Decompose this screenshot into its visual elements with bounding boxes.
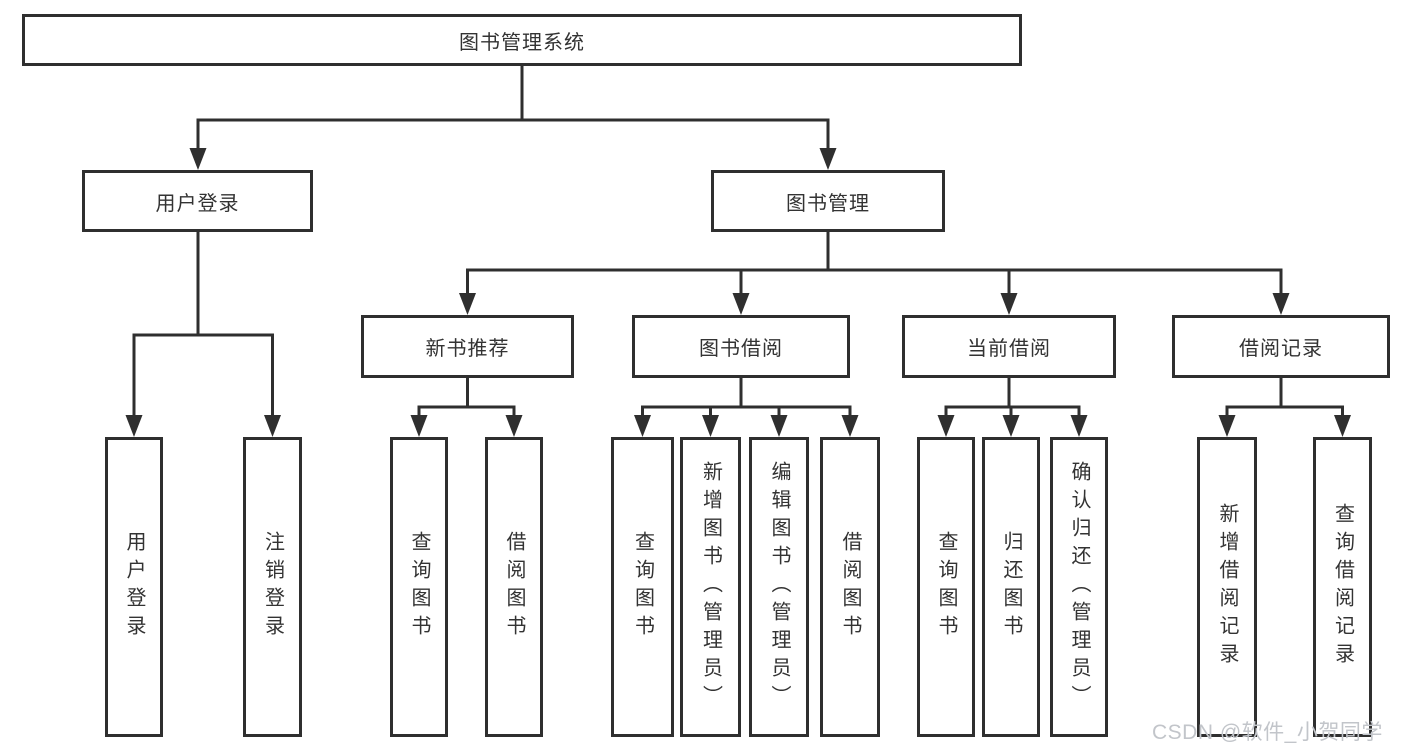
node-label: 确认归还（管理员） <box>1068 461 1090 713</box>
leaf-edit-books-admin: 编辑图书（管理员） <box>749 437 809 737</box>
node-label: 新书推荐 <box>425 338 510 360</box>
node-label: 用户登录 <box>155 192 240 215</box>
leaf-confirm-return-admin: 确认归还（管理员） <box>1050 437 1108 737</box>
arrow-down-icon <box>1002 415 1020 437</box>
leaf-logout: 注销登录 <box>243 437 302 737</box>
node-label: 归还图书 <box>1000 531 1022 643</box>
node-borrow-records: 借阅记录 <box>1172 315 1390 378</box>
leaf-return-books: 归还图书 <box>982 437 1040 737</box>
arrow-down-icon <box>1000 293 1018 315</box>
arrow-down-icon <box>841 415 859 437</box>
leaf-user-login: 用户登录 <box>105 437 163 737</box>
connector-book-mgmt-to-level3 <box>459 232 1290 315</box>
node-label: 注销登录 <box>261 531 284 643</box>
node-new-book-recommend: 新书推荐 <box>361 315 574 378</box>
arrow-down-icon <box>1272 293 1290 315</box>
connector-root-to-level2 <box>189 66 837 170</box>
node-label: 查询图书 <box>631 531 654 643</box>
leaf-borrow-books-2: 借阅图书 <box>820 437 880 737</box>
arrow-down-icon <box>937 415 955 437</box>
arrow-down-icon <box>125 415 143 437</box>
node-label: 查询图书 <box>935 531 957 643</box>
leaf-add-borrow-record: 新增借阅记录 <box>1197 437 1257 737</box>
connector-book-borrow-to-leaves <box>634 378 859 437</box>
arrow-down-icon <box>1334 415 1351 437</box>
arrow-down-icon <box>264 415 281 437</box>
arrow-down-icon <box>459 293 476 315</box>
node-label: 借阅图书 <box>839 531 861 643</box>
node-root-system: 图书管理系统 <box>22 14 1022 66</box>
leaf-query-books-1: 查询图书 <box>390 437 448 737</box>
node-label: 借阅记录 <box>1239 338 1323 360</box>
leaf-query-borrow-record: 查询借阅记录 <box>1313 437 1372 737</box>
arrow-down-icon <box>189 148 207 170</box>
node-label: 当前借阅 <box>967 338 1051 360</box>
connector-new-book-rec-to-leaves <box>410 378 523 437</box>
arrow-down-icon <box>770 415 788 437</box>
arrow-down-icon <box>1218 415 1236 437</box>
node-label: 新增借阅记录 <box>1216 503 1238 671</box>
leaf-query-books-2: 查询图书 <box>611 437 674 737</box>
leaf-add-books-admin: 新增图书（管理员） <box>680 437 741 737</box>
node-label: 借阅图书 <box>503 531 525 643</box>
node-label: 查询图书 <box>408 531 430 643</box>
node-label: 图书借阅 <box>699 338 783 360</box>
node-book-borrow: 图书借阅 <box>632 315 850 378</box>
arrow-down-icon <box>634 415 651 437</box>
node-label: 图书管理系统 <box>459 31 585 54</box>
node-label: 查询借阅记录 <box>1331 503 1354 671</box>
leaf-borrow-books-1: 借阅图书 <box>485 437 543 737</box>
node-book-management: 图书管理 <box>711 170 945 232</box>
node-label: 新增图书（管理员） <box>699 461 722 713</box>
node-user-login: 用户登录 <box>82 170 313 232</box>
arrow-down-icon <box>732 293 750 315</box>
connector-user-login-to-leaves <box>125 232 281 437</box>
csdn-watermark: CSDN @软件_小贺同学 <box>1152 721 1383 744</box>
arrow-down-icon <box>505 415 523 437</box>
node-label: 编辑图书（管理员） <box>768 461 790 713</box>
node-label: 图书管理 <box>786 192 870 215</box>
connector-borrow-records-to-leaves <box>1218 378 1351 437</box>
node-current-borrow: 当前借阅 <box>902 315 1116 378</box>
arrow-down-icon <box>410 415 428 437</box>
arrow-down-icon <box>702 415 719 437</box>
connector-current-borrow-to-leaves <box>937 378 1088 437</box>
leaf-query-books-3: 查询图书 <box>917 437 975 737</box>
arrow-down-icon <box>819 148 837 170</box>
node-label: 用户登录 <box>123 531 145 643</box>
arrow-down-icon <box>1070 415 1088 437</box>
